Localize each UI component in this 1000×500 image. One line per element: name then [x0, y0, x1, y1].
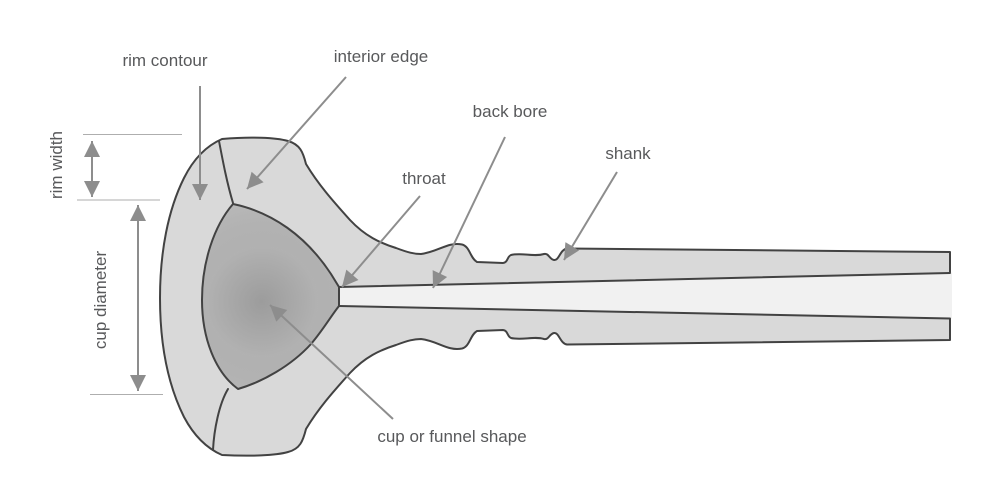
back-bore-arrow — [432, 136, 506, 289]
label-rim-width: rim width — [46, 130, 66, 200]
label-interior-edge: interior edge — [333, 46, 429, 66]
bore-bottom-edge — [338, 305, 951, 320]
cup-shape-arrow — [269, 304, 394, 420]
rim-seam-bottom — [212, 388, 229, 451]
label-rim-contour: rim contour — [122, 50, 208, 70]
label-cup-diameter: cup diameter — [90, 250, 110, 350]
interior-edge-arrow — [246, 76, 347, 190]
rim-seam-top — [218, 140, 234, 204]
label-throat: throat — [402, 168, 446, 188]
label-cup-or-funnel-shape: cup or funnel shape — [377, 426, 527, 446]
label-back-bore: back bore — [472, 101, 548, 121]
shank-arrow — [563, 171, 618, 261]
throat-arrow — [341, 195, 421, 288]
cup-interior — [201, 203, 340, 390]
label-shank: shank — [605, 143, 651, 163]
